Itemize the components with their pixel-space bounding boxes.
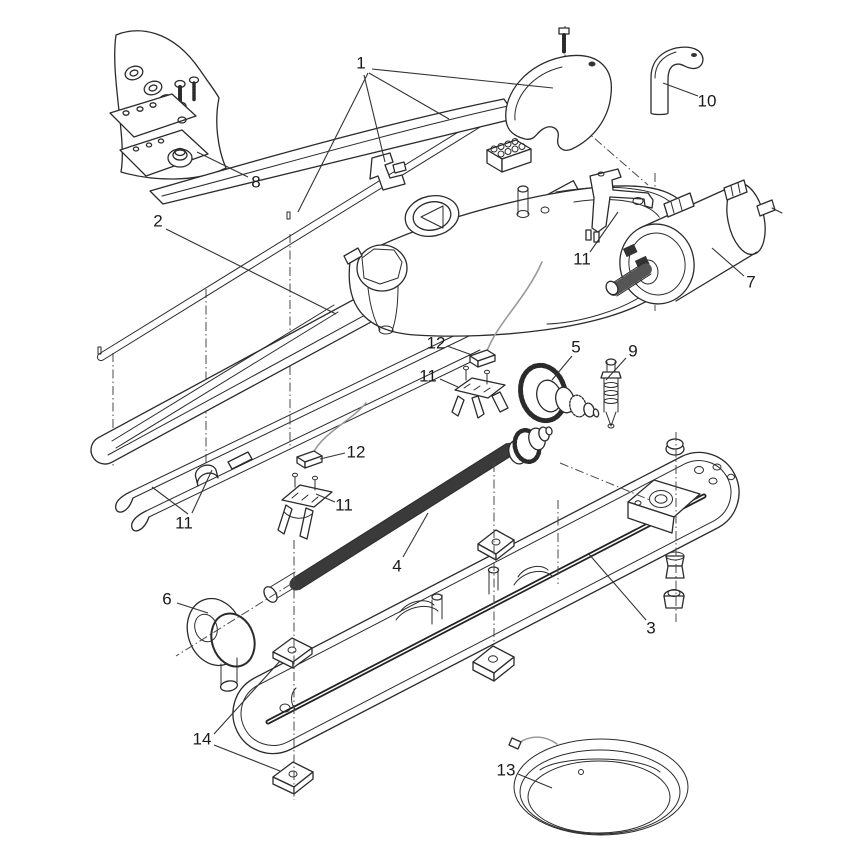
leader-line	[196, 151, 249, 178]
part-number-label: 7	[746, 273, 755, 292]
part-number-label: 11	[419, 367, 437, 386]
part-number-label: 14	[193, 730, 212, 749]
part-number-label: 4	[392, 557, 401, 576]
leader-line	[191, 469, 213, 514]
part-number-label: 12	[427, 334, 446, 353]
part-1-cover-set	[96, 27, 612, 362]
part-number-label: 3	[646, 619, 655, 638]
part-6-end-cap	[186, 597, 256, 692]
base-rail-fasteners	[663, 438, 685, 609]
part-12-clip-upper	[469, 261, 543, 368]
leader-line	[176, 602, 209, 614]
part-3-base-rail	[232, 451, 740, 755]
leader-line	[605, 357, 627, 381]
leader-line	[711, 247, 745, 277]
leader-line	[363, 74, 386, 163]
part-number-label: 5	[571, 338, 580, 357]
part-number-label: 13	[497, 761, 516, 780]
part-number-label: 11	[573, 250, 591, 269]
part-13-cable-coil	[508, 736, 689, 836]
leader-line	[446, 345, 473, 356]
part-number-label: 9	[628, 342, 637, 361]
part-9-pin	[600, 358, 622, 429]
leader-line	[402, 512, 429, 558]
leader-line	[371, 68, 554, 89]
part-number-label: 2	[153, 212, 162, 231]
part-number-label: 12	[347, 443, 366, 462]
leader-line	[368, 72, 450, 120]
part-number-label: 11	[335, 496, 353, 515]
leader-line	[213, 744, 281, 772]
terminal-block	[486, 138, 532, 173]
part-12-clip-lower	[296, 402, 367, 469]
leader-line	[587, 552, 647, 621]
part-11-bracket-middle	[451, 365, 509, 419]
part-4-worm-screw	[263, 426, 553, 603]
leader-line	[319, 452, 346, 460]
leader-line	[315, 493, 336, 503]
part-number-label: 11	[175, 514, 193, 533]
part-number-label: 1	[356, 54, 365, 73]
part-number-label: 6	[162, 590, 171, 609]
part-7-motor	[605, 179, 783, 305]
leader-line	[662, 82, 699, 97]
part-11-fork-bracket	[277, 472, 333, 540]
leader-line	[297, 72, 369, 213]
part-number-label: 8	[251, 173, 260, 192]
part-5-bevel-gear	[518, 362, 600, 424]
part-8-mounting-hardware-kit	[109, 30, 227, 180]
leader-line	[151, 486, 189, 515]
part-11-release-strips	[115, 328, 484, 532]
leader-line	[439, 378, 459, 388]
leader-line	[213, 660, 281, 735]
leader-line	[517, 773, 553, 789]
alignment-centerlines-front	[175, 432, 677, 800]
part-number-label: 10	[698, 92, 717, 111]
leader-line	[165, 228, 337, 315]
part-11-motor-bracket	[585, 168, 654, 243]
part-14-pads	[272, 529, 515, 795]
leader-line	[589, 211, 619, 253]
part-10-release-lever	[650, 46, 704, 116]
leader-line	[551, 355, 573, 381]
